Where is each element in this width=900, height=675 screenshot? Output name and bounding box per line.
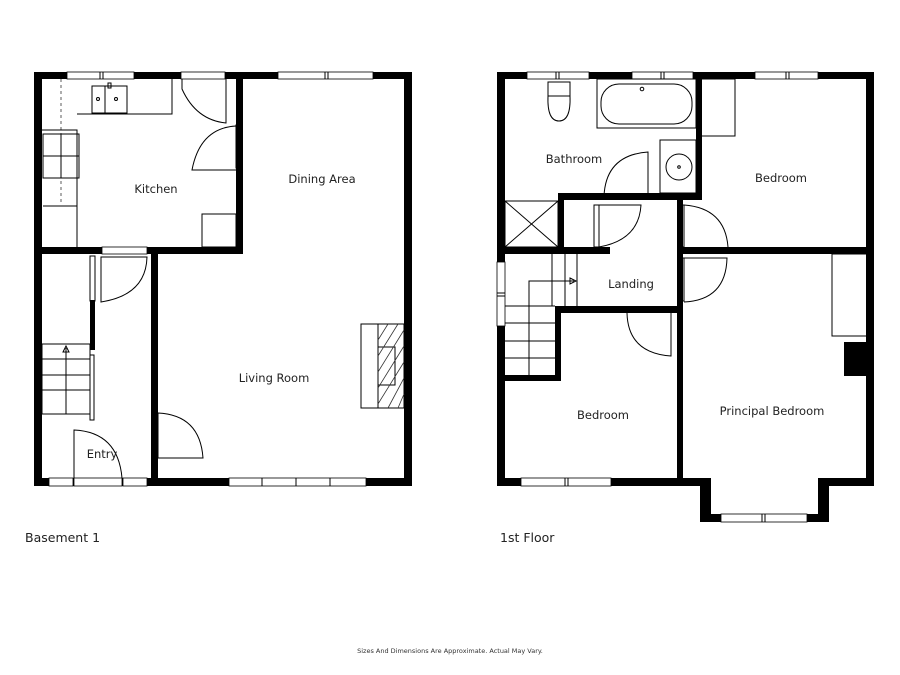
room-label-bedroom-2: Bedroom xyxy=(755,171,807,185)
floor-label-basement-1: Basement 1 xyxy=(25,530,101,545)
room-label-living-room: Living Room xyxy=(239,371,310,385)
room-label-kitchen: Kitchen xyxy=(134,182,177,196)
disclaimer-text: Sizes And Dimensions Are Approximate. Ac… xyxy=(357,647,543,655)
room-label-landing: Landing xyxy=(608,277,654,291)
room-label-entry: Entry xyxy=(87,447,118,461)
room-label-dining-area: Dining Area xyxy=(288,172,355,186)
room-label-principal-bedroom: Principal Bedroom xyxy=(720,404,825,418)
basement-1-plan: Kitchen Dining Area Living Room Entry xyxy=(34,71,412,487)
floor-label-1st-floor: 1st Floor xyxy=(500,530,555,545)
first-floor-plan: Bathroom Bedroom Landing Bedroom Princip… xyxy=(496,71,874,523)
room-label-bedroom-3: Bedroom xyxy=(577,408,629,422)
room-label-bathroom: Bathroom xyxy=(546,152,602,166)
